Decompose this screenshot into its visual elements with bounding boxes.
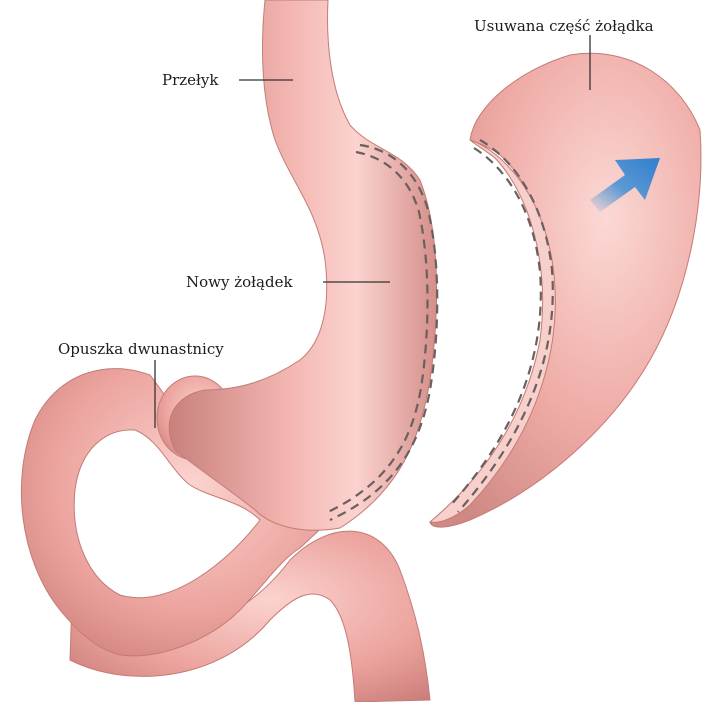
removed-stomach-part: [430, 53, 701, 527]
label-esophagus: Przełyk: [162, 71, 218, 89]
label-new-stomach: Nowy żołądek: [186, 273, 293, 291]
label-duodenal-bulb: Opuszka dwunastnicy: [58, 340, 224, 358]
label-removed-part: Usuwana część żołądka: [474, 17, 654, 35]
